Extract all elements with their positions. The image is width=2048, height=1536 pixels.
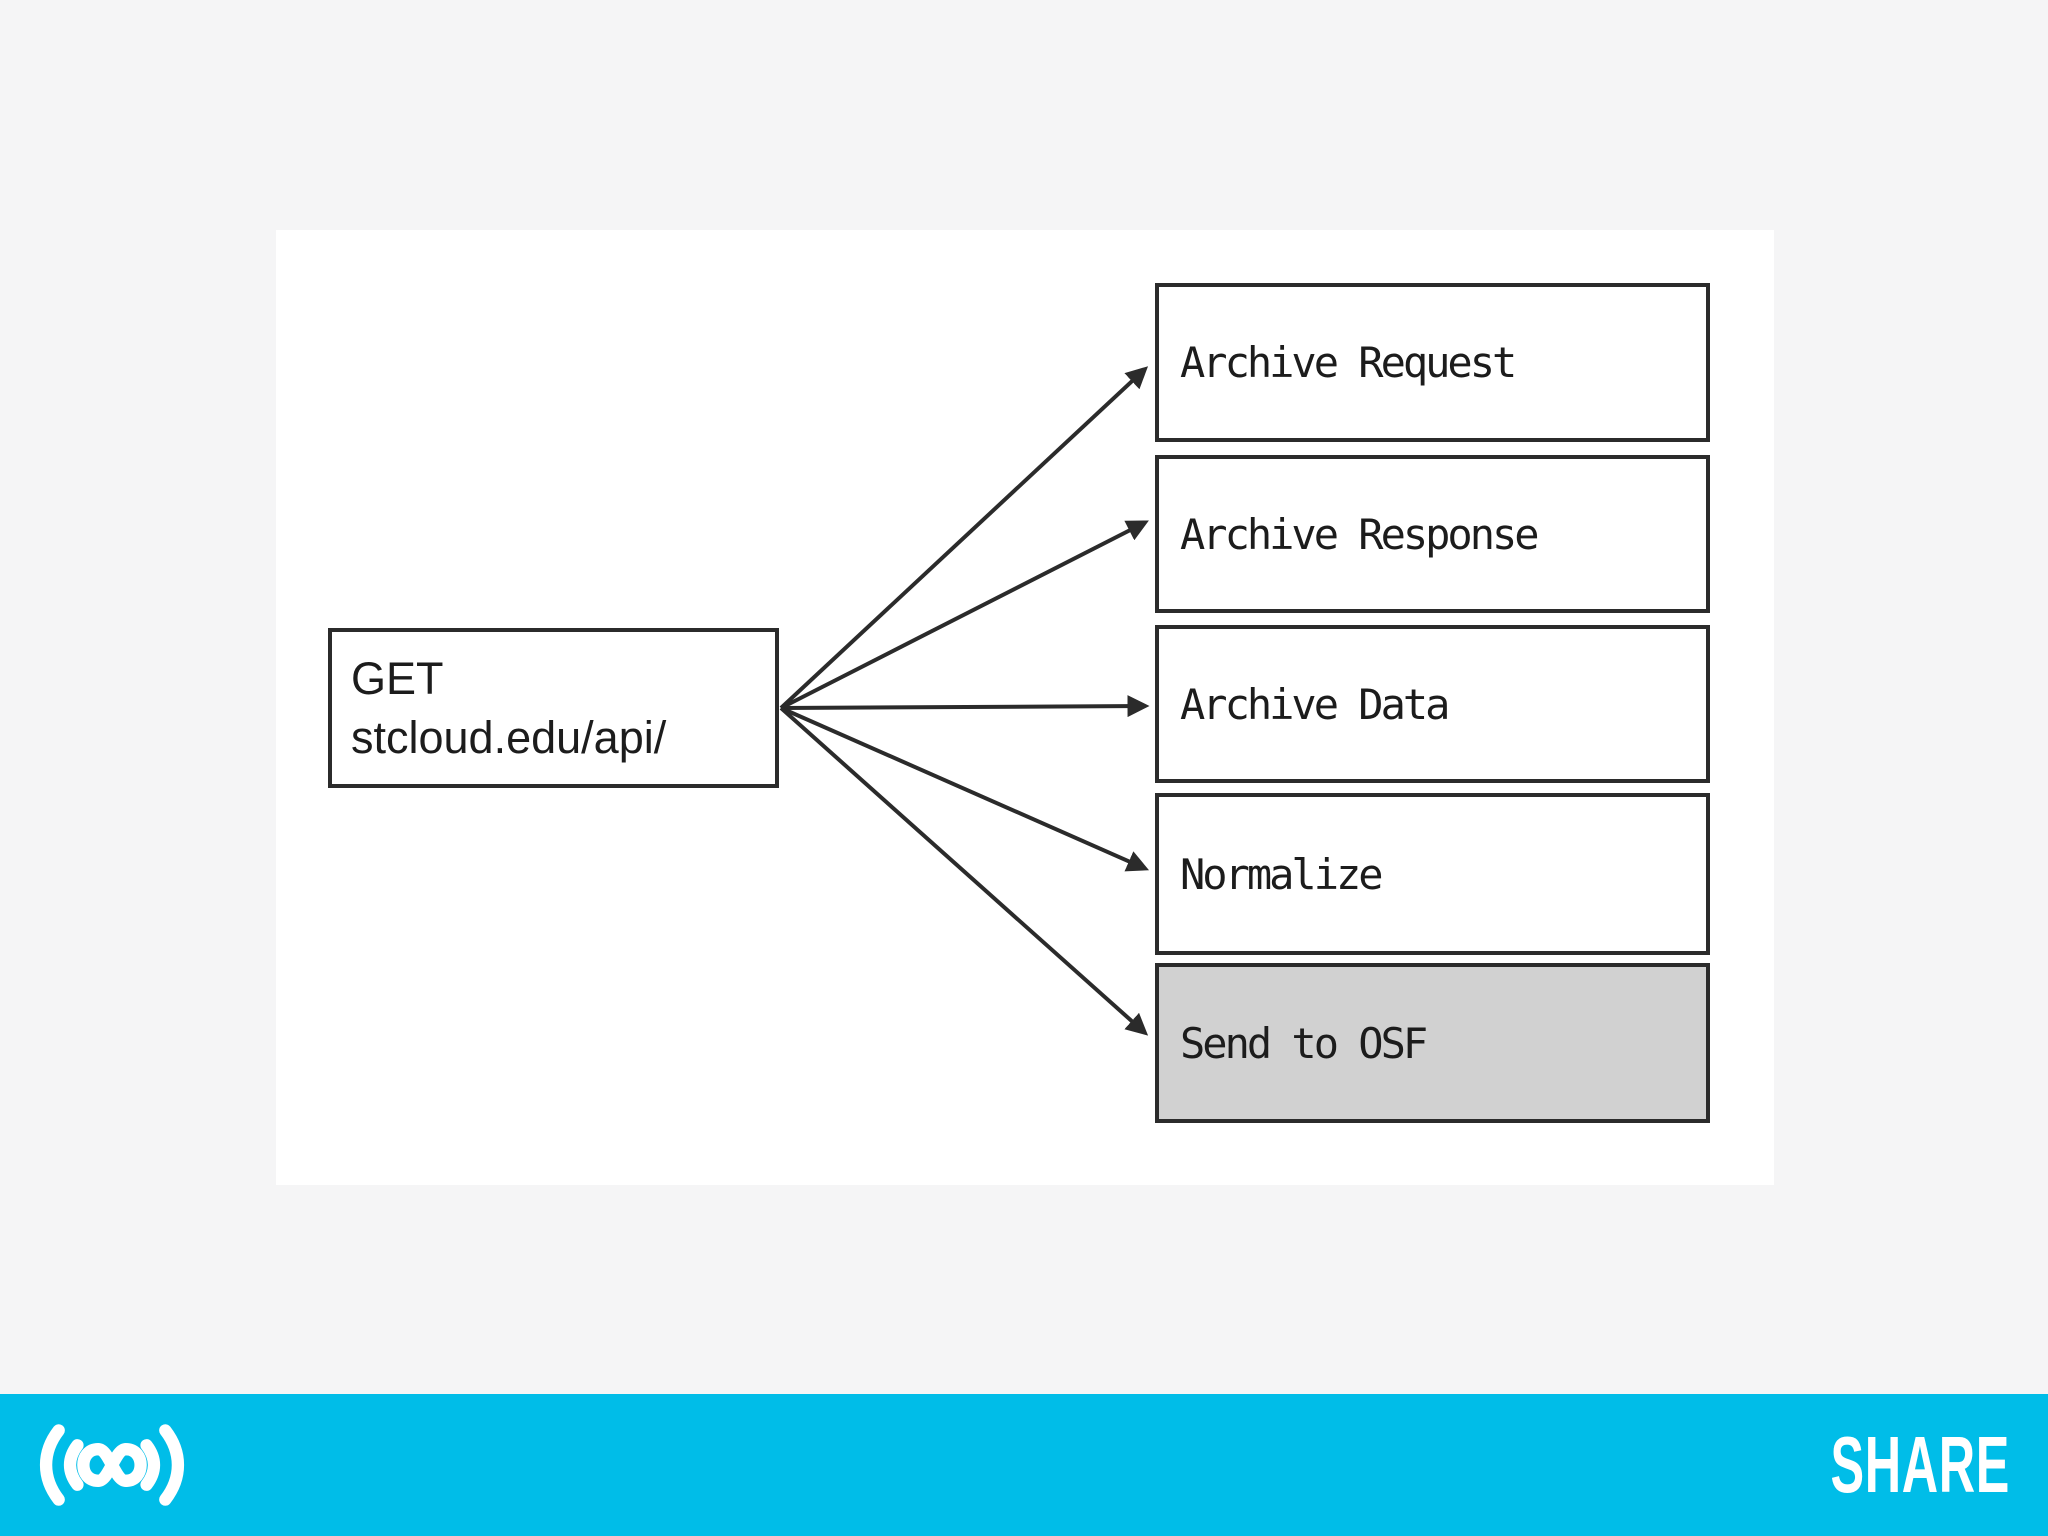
arrow-to-archive-data: [780, 695, 1150, 718]
inner-right-wave: [140, 1439, 161, 1491]
infinity-loop: [77, 1443, 147, 1487]
step-label: Normalize: [1180, 849, 1384, 899]
step-label: Send to OSF: [1180, 1018, 1428, 1068]
source-request-box: GET stcloud.edu/api/: [328, 628, 779, 788]
step-box-archive-request: Archive Request: [1155, 283, 1710, 442]
step-box-normalize: Normalize: [1155, 793, 1710, 955]
diagram-panel: GET stcloud.edu/api/ Archive Request Arc…: [276, 230, 1774, 1185]
request-url: stcloud.edu/api/: [351, 712, 667, 763]
request-method: GET: [351, 653, 444, 704]
fan-arrows: [779, 366, 1150, 1036]
step-box-archive-data: Archive Data: [1155, 625, 1710, 783]
share-footer-bar: SHARE: [0, 1394, 2048, 1536]
step-label: Archive Response: [1180, 509, 1540, 559]
arrow-to-send-to-osf: [779, 706, 1149, 1036]
inner-left-wave: [63, 1439, 84, 1491]
arrow-to-archive-request: [779, 366, 1149, 710]
share-wordmark: SHARE: [1830, 1420, 2010, 1509]
outer-left-wave: [40, 1424, 65, 1506]
step-label: Archive Data: [1180, 679, 1450, 729]
arrow-to-normalize: [780, 706, 1150, 872]
step-box-send-to-osf: Send to OSF: [1155, 963, 1710, 1123]
arrow-to-archive-response: [780, 520, 1149, 710]
outer-right-wave: [159, 1424, 184, 1506]
step-label: Archive Request: [1180, 338, 1517, 387]
soundwave-infinity-icon: [40, 1424, 184, 1506]
step-box-archive-response: Archive Response: [1155, 455, 1710, 613]
